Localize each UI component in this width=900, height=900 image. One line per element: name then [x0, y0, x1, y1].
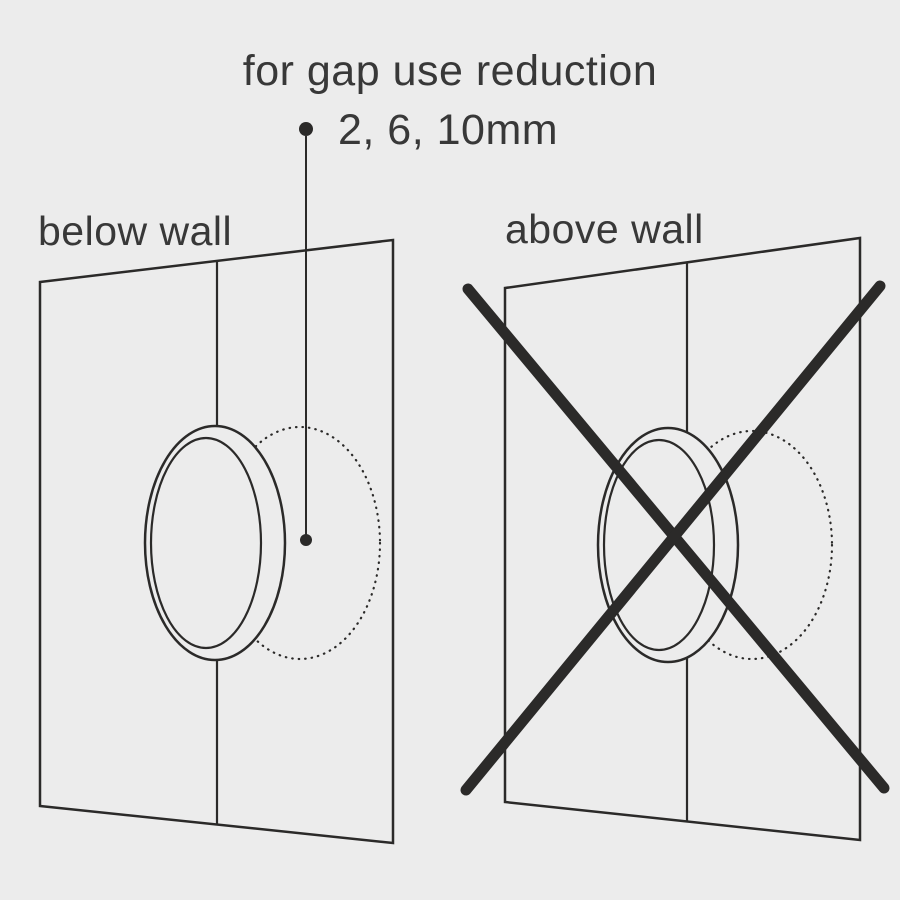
wall-outline: [503, 236, 862, 842]
socket-recess-dotted-outline: [218, 425, 382, 661]
gap-leader: [299, 122, 313, 546]
socket-front-ellipse: [149, 436, 263, 650]
below-wall-panel: [38, 238, 395, 845]
socket-front-ellipse: [602, 438, 716, 652]
socket-rim-ellipse: [143, 424, 287, 662]
below-wall-label: below wall: [38, 208, 232, 254]
diagram-title: for gap use reduction: [243, 47, 658, 95]
above-wall-label: above wall: [505, 206, 704, 252]
wall-outline: [38, 238, 395, 845]
leader-start-dot-icon: [299, 122, 313, 136]
prohibition-cross-icon: [460, 280, 890, 796]
leader-endpoint-dot-icon: [300, 534, 312, 546]
gap-sizes-label: 2, 6, 10mm: [338, 106, 558, 154]
